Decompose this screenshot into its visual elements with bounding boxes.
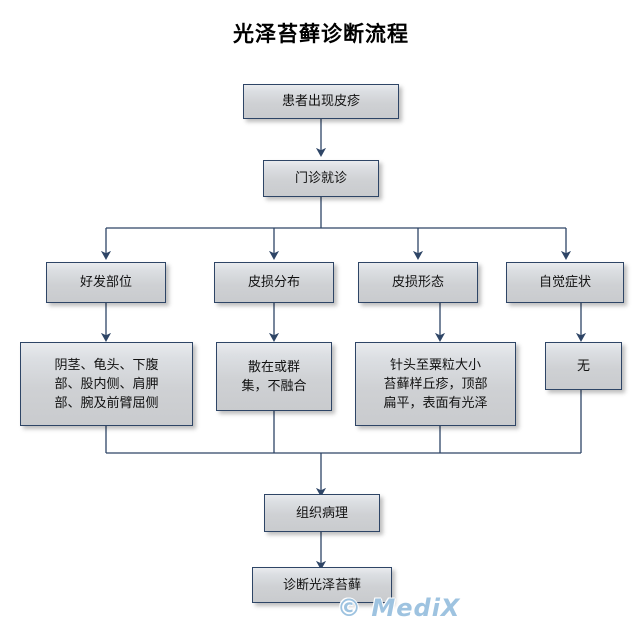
page-title: 光泽苔藓诊断流程 — [233, 22, 409, 46]
node-detail-distribution[interactable]: 散在或群 集，不融合 — [216, 342, 332, 411]
node-diagnosis[interactable]: 诊断光泽苔藓 — [252, 567, 392, 603]
node-branch-site[interactable]: 好发部位 — [46, 262, 166, 303]
node-branch-morphology[interactable]: 皮损形态 — [358, 262, 478, 303]
node-pathology[interactable]: 组织病理 — [264, 494, 380, 532]
node-branch-distribution[interactable]: 皮损分布 — [214, 262, 334, 303]
node-start[interactable]: 患者出现皮疹 — [243, 84, 399, 119]
node-detail-symptom[interactable]: 无 — [545, 342, 622, 390]
node-detail-site[interactable]: 阴茎、龟头、下腹 部、股内侧、肩胛 部、腕及前臂屈侧 — [20, 342, 193, 426]
node-detail-morphology[interactable]: 针头至粟粒大小 苔藓样丘疹，顶部 扁平，表面有光泽 — [355, 342, 516, 426]
node-branch-symptom[interactable]: 自觉症状 — [506, 262, 624, 303]
node-visit[interactable]: 门诊就诊 — [263, 160, 379, 197]
watermark: © MediX — [337, 594, 461, 621]
